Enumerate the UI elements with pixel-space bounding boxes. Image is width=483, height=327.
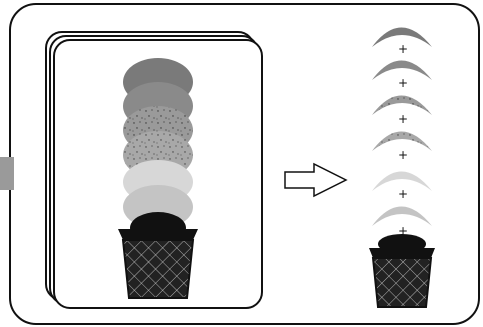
plus-icon-5: + [398, 187, 408, 201]
right-scoop-4-speckles [372, 131, 432, 151]
plus-icon-2: + [398, 76, 408, 90]
right-scoop-3-speckles [372, 95, 432, 115]
right-cone-body [371, 257, 433, 308]
right-scoop-1 [372, 27, 432, 47]
right-arrow-icon [284, 162, 348, 198]
right-scoop-5 [372, 171, 432, 191]
side-tab [0, 157, 14, 190]
right-scoop-2 [372, 60, 432, 80]
right-scoop-sequence: + + + + + + [369, 27, 435, 308]
right-cone-rim [369, 248, 435, 258]
plus-icon-6: + [398, 224, 408, 238]
right-scoop-6 [372, 206, 432, 226]
left-ice-cream-stack [118, 58, 198, 299]
left-cone-body [121, 239, 195, 299]
left-cone-rim [118, 229, 198, 240]
plus-icon-4: + [398, 148, 408, 162]
plus-icon-3: + [398, 112, 408, 126]
plus-icon-1: + [398, 42, 408, 56]
